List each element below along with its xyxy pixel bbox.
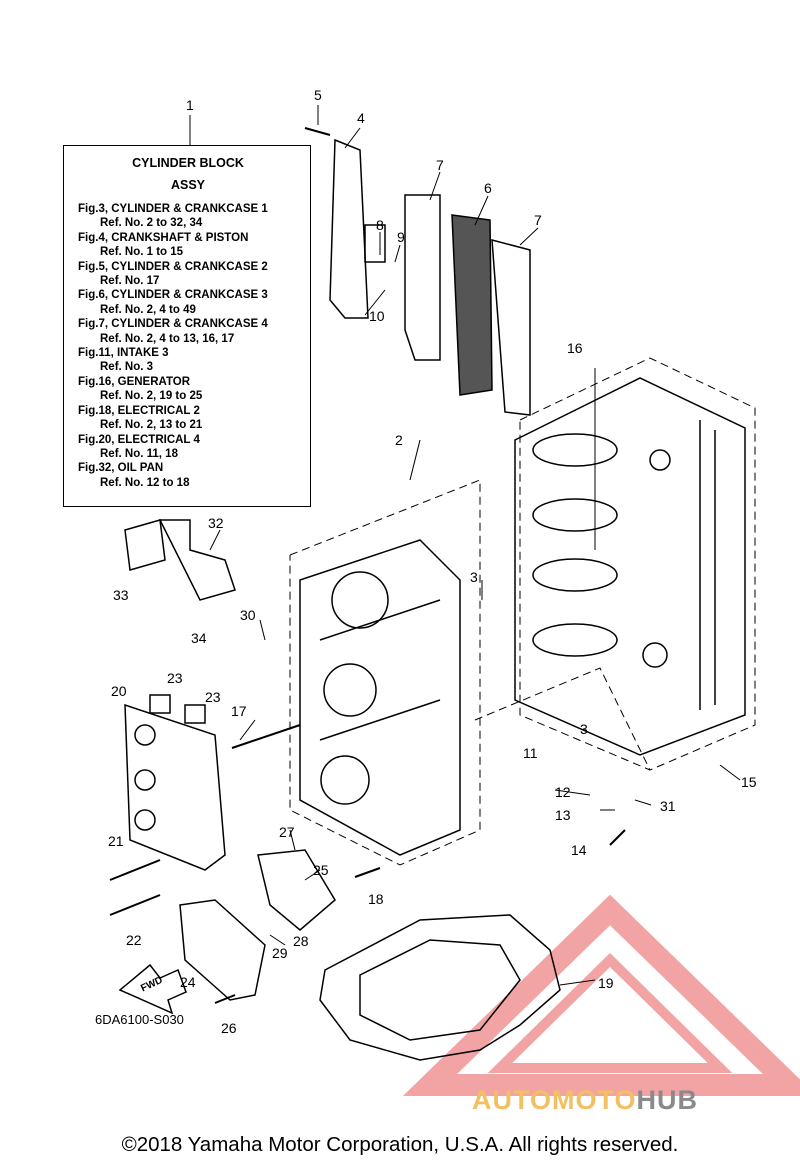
- callout-20: 20: [111, 683, 127, 699]
- gasket-and-covers: [329, 138, 531, 416]
- callout-16: 16: [567, 340, 583, 356]
- callout-34: 34: [191, 630, 207, 646]
- reference-line: Fig.5, CYLINDER & CRANKCASE 2: [78, 260, 268, 273]
- callout-18: 18: [368, 891, 384, 907]
- callout-29: 29: [272, 945, 288, 961]
- callout-22: 22: [126, 932, 142, 948]
- callout-10: 10: [369, 308, 385, 324]
- reference-line: Fig.7, CYLINDER & CRANKCASE 4: [78, 318, 268, 331]
- reference-line: Fig.32, OIL PAN: [78, 462, 164, 475]
- oil-pan-gasket: [319, 914, 561, 1061]
- watermark-logo-icon: [402, 894, 800, 1096]
- callout-15: 15: [741, 774, 757, 790]
- copyright-text: ©2018 Yamaha Motor Corporation, U.S.A. A…: [121, 1133, 679, 1156]
- callout-33: 33: [113, 587, 129, 603]
- callout-24: 24: [180, 974, 196, 990]
- watermark-brand: AUTOMOTOHUB: [472, 1085, 698, 1116]
- reference-line: Fig.16, GENERATOR: [78, 375, 191, 388]
- reference-subtitle: ASSY: [170, 178, 206, 192]
- watermark-part1: AUTOMOTO: [472, 1085, 637, 1115]
- reference-lines: Fig.3, CYLINDER & CRANKCASE 1 Ref. No. 2 …: [78, 202, 308, 490]
- callout-23a: 23: [167, 670, 183, 686]
- diagram-code: 6DA6100-S030: [95, 1012, 184, 1027]
- reference-box: CYLINDER BLOCK ASSY Fig.3, CYLINDER & CR…: [63, 145, 311, 507]
- reference-line: Ref. No. 17: [100, 275, 160, 288]
- bracket-and-cap: [124, 519, 236, 601]
- reference-line: Ref. No. 3: [100, 361, 154, 374]
- callout-5: 5: [314, 87, 322, 103]
- reference-line: Fig.20, ELECTRICAL 4: [78, 433, 200, 446]
- callout-3b: 3: [580, 721, 588, 737]
- callout-7a: 7: [436, 157, 444, 173]
- callout-11: 11: [523, 745, 538, 761]
- callout-13: 13: [555, 807, 571, 823]
- cylinder-block-outline: [289, 357, 756, 866]
- reference-line: Ref. No. 2, 19 to 25: [100, 390, 203, 403]
- callout-3a: 3: [470, 569, 478, 585]
- callout-4: 4: [357, 110, 365, 126]
- reference-line: Ref. No. 2, 13 to 21: [100, 419, 203, 432]
- reference-line: Ref. No. 2, 4 to 49: [100, 303, 196, 316]
- callout-30: 30: [240, 607, 256, 623]
- reference-line: Ref. No. 2 to 32, 34: [100, 217, 203, 230]
- reference-title: CYLINDER BLOCK: [132, 156, 244, 170]
- callout-8: 8: [376, 217, 384, 233]
- reference-line: Ref. No. 1 to 15: [100, 246, 184, 259]
- reference-line: Fig.6, CYLINDER & CRANKCASE 3: [78, 289, 268, 302]
- reference-line: Ref. No. 12 to 18: [100, 476, 190, 489]
- callout-25: 25: [313, 862, 329, 878]
- callout-32: 32: [208, 515, 224, 531]
- callout-17: 17: [231, 703, 247, 719]
- cylinder-block-body: [514, 377, 746, 756]
- leader-lines: [189, 105, 741, 986]
- callout-27: 27: [279, 824, 295, 840]
- bolts: [109, 127, 626, 1004]
- cylinder-head: [124, 694, 226, 871]
- reference-line: Fig.4, CRANKSHAFT & PISTON: [78, 231, 249, 244]
- reference-line: Fig.18, ELECTRICAL 2: [78, 404, 200, 417]
- callout-19: 19: [598, 975, 614, 991]
- reference-line: Fig.3, CYLINDER & CRANKCASE 1: [78, 203, 268, 215]
- callout-21: 21: [108, 833, 124, 849]
- callout-2: 2: [395, 432, 403, 448]
- callout-12: 12: [555, 784, 571, 800]
- callout-7b: 7: [534, 212, 542, 228]
- reference-line: Ref. No. 2, 4 to 13, 16, 17: [100, 332, 235, 345]
- callout-1: 1: [186, 97, 194, 113]
- fwd-arrow-icon: FWD: [118, 963, 187, 1015]
- callout-26: 26: [221, 1020, 237, 1036]
- callout-28: 28: [293, 933, 309, 949]
- reference-line: Fig.11, INTAKE 3: [78, 347, 169, 360]
- crankcase-body: [299, 539, 461, 856]
- callout-14: 14: [571, 842, 587, 858]
- watermark-part2: HUB: [636, 1085, 699, 1115]
- callout-6: 6: [484, 180, 492, 196]
- side-cover: [179, 849, 336, 1001]
- callout-9: 9: [397, 229, 405, 245]
- reference-line: Ref. No. 11, 18: [100, 447, 178, 460]
- callout-numbers: 1 5 4 7 6 7 8 9 10 16 2 32 33 34 30 3 23…: [108, 87, 757, 1036]
- callout-23b: 23: [205, 689, 221, 705]
- callout-31: 31: [660, 798, 676, 814]
